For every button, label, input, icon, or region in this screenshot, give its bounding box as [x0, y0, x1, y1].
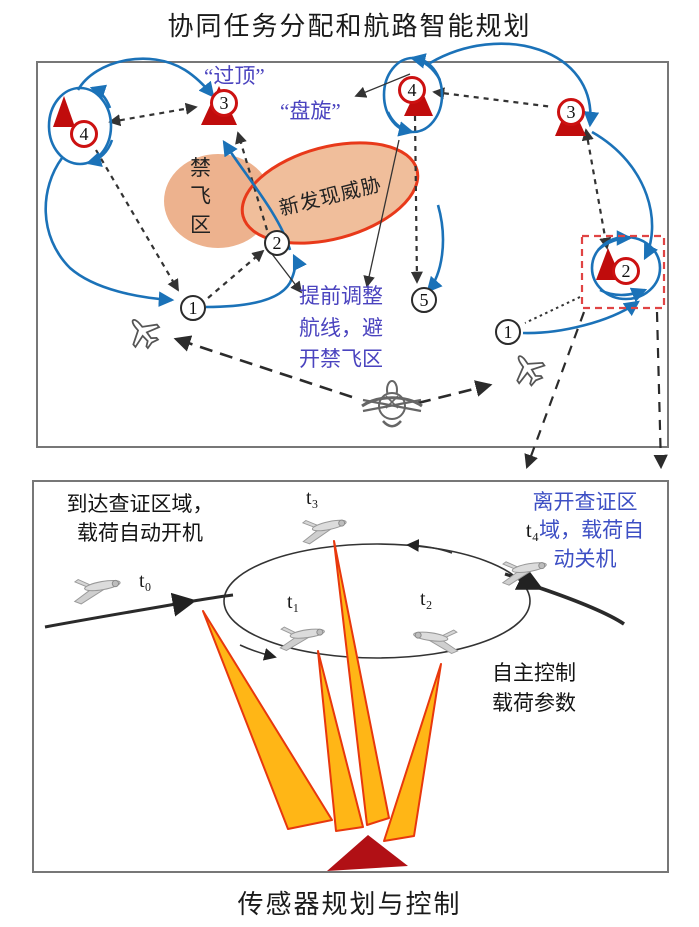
auto-control-label: 自主控制 载荷参数	[492, 661, 576, 716]
bottom-figure-title: 传感器规划与控制	[237, 890, 462, 919]
selection-box	[580, 234, 666, 310]
leave-line1: 离开查证区	[532, 490, 638, 514]
time-label-t0: t₀	[139, 570, 152, 592]
verification-loiter-orbit	[223, 543, 531, 659]
arrive-verification-label: 到达查证区域， 载荷自动开机	[66, 492, 214, 546]
time-label-t1: t₁	[287, 591, 300, 613]
waypoint-marker-b4: 4	[398, 76, 426, 104]
carrier-uav-icon	[361, 380, 423, 428]
annotation-arrows	[271, 73, 411, 294]
time-label-t2: t₂	[420, 588, 433, 610]
sensor-beam-icon	[383, 663, 442, 842]
ground-target-icon	[327, 835, 408, 871]
adjust-route-label: 提前调整 航线，避 开禁飞区	[299, 284, 383, 371]
link-b1-b2-dotted	[524, 296, 581, 324]
waypoint-marker-a1: 1	[180, 295, 206, 321]
no-fly-zone-label: 禁飞区	[190, 156, 211, 237]
waypoint-marker-a4: 4	[70, 120, 98, 148]
sensor-beam-icon	[202, 610, 333, 830]
leave-line2: 域，载荷自	[539, 518, 645, 543]
threat-ellipse	[240, 141, 420, 245]
time-label-t3: t₃	[306, 487, 319, 509]
route-team-b	[382, 42, 662, 335]
waypoint-marker-a2: 2	[264, 230, 290, 256]
sensor-beam-icon	[333, 540, 390, 826]
target-icon	[53, 96, 75, 127]
orbit-direction-arrows	[239, 539, 453, 661]
time-label-t4: t₄	[525, 518, 540, 543]
leave-verification-label: 离开查证区 t₄域，载荷自 动关机	[500, 488, 670, 573]
leave-line3: 动关机	[553, 546, 617, 571]
waypoint-marker-b3: 3	[557, 98, 585, 126]
sensor-beam-icon	[317, 650, 364, 832]
top-figure-title: 协同任务分配和航路智能规划	[167, 12, 532, 41]
waypoint-marker-a5: 5	[411, 287, 437, 313]
waypoint-marker-b2: 2	[612, 257, 640, 285]
zoom-callout-arrows	[524, 311, 668, 470]
sensor-beams	[202, 540, 442, 842]
loiter-label: “盘旋”	[280, 99, 341, 123]
deploy-arrows	[173, 335, 493, 405]
waypoint-marker-a3: 3	[210, 89, 238, 117]
no-fly-zone-ellipse	[164, 154, 272, 248]
waypoint-marker-b1: 1	[495, 319, 521, 345]
flight-path	[44, 566, 625, 629]
overhead-pass-label: “过顶”	[204, 64, 265, 88]
